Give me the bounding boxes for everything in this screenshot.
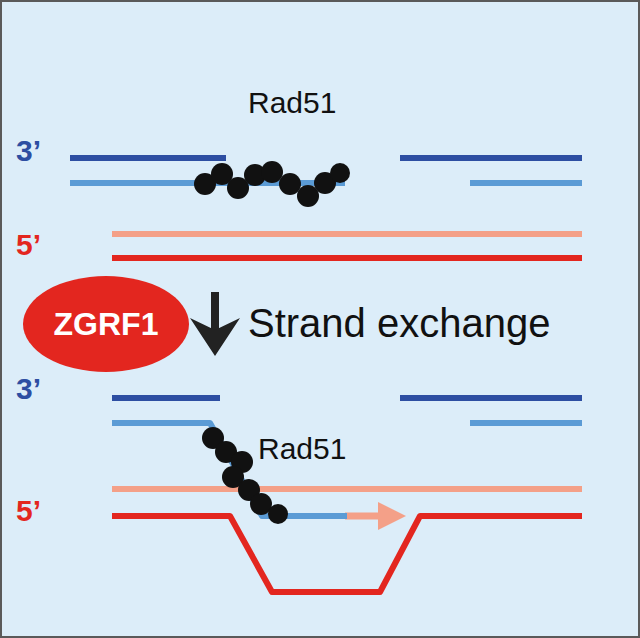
process-label: Strand exchange [248, 301, 550, 345]
enzyme-name: ZGRF1 [54, 306, 159, 343]
enzyme-ellipse: ZGRF1 [22, 275, 190, 373]
strand-end: 5’ [16, 494, 41, 527]
strand-end: 5’ [16, 228, 41, 261]
protein-label: Rad51 [258, 432, 346, 465]
strand-end: 3’ [16, 134, 41, 167]
protein-label: Rad51 [248, 86, 336, 119]
strand-end: 3’ [16, 372, 41, 405]
